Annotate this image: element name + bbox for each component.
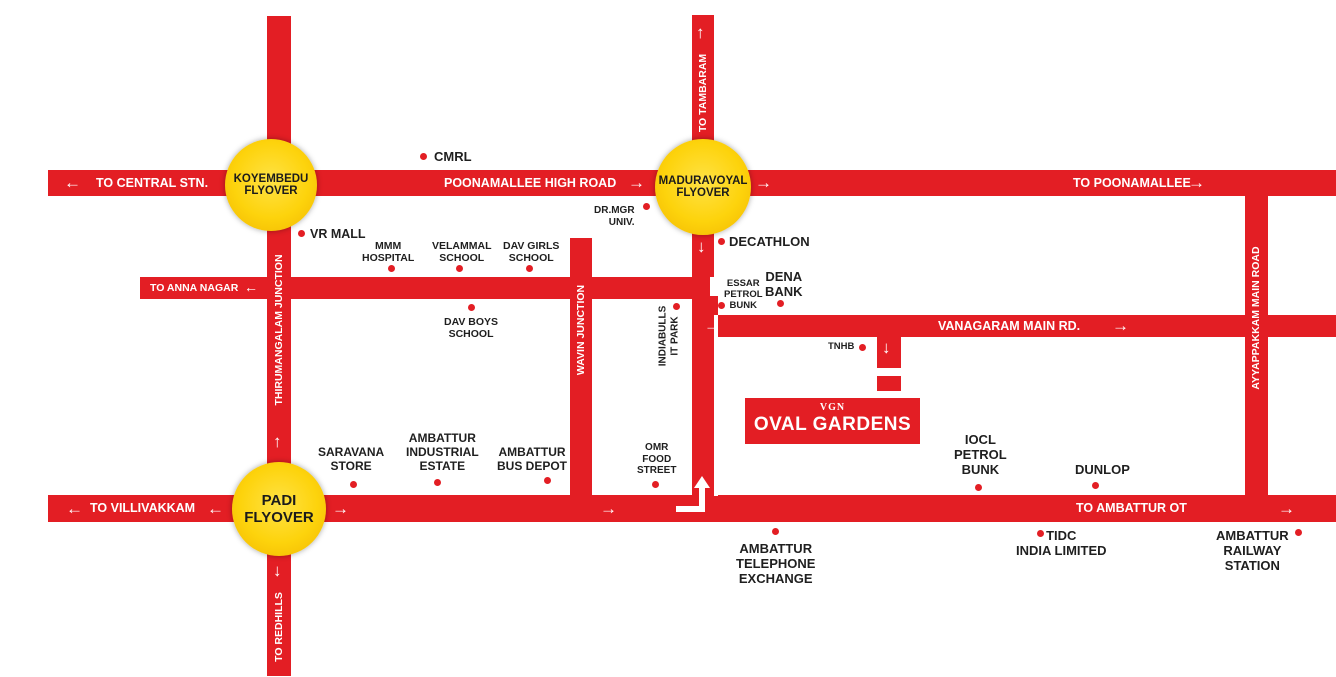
koyembedu-flyover-label: KOYEMBEDU FLYOVER [233,173,309,197]
project-brand: VGN [819,402,846,413]
arrow-left-icon: ← [207,499,224,518]
arrow-right-icon: → [704,316,721,335]
landmark-dot [718,302,725,309]
arrow-right-icon: → [600,499,617,518]
landmark-indiabulls-it-park: INDIABULLS IT PARK [657,305,681,367]
indiabulls-road [692,296,714,496]
arrow-down-icon: ↓ [273,561,282,580]
padi-flyover: PADI FLYOVER [232,462,326,556]
arrow-up-icon: ↑ [696,23,705,42]
road-label-vanagaram: VANAGARAM MAIN RD. [938,319,1081,333]
road-label-to-redhills: TO REDHILLS [272,592,285,662]
oval-gardens-access-road [877,334,901,368]
landmark-dot [526,265,533,272]
landmark-dot [772,528,779,535]
landmark-dot [1037,530,1044,537]
landmark-dunlop: DUNLOP [1075,462,1130,477]
arrow-right-icon: → [1188,173,1205,192]
landmark-saravana-store: SARAVANA STORE [318,445,385,473]
arrow-right-icon: → [755,173,772,192]
arrow-right-icon: → [628,173,645,192]
landmark-velammal-school: VELAMMAL SCHOOL [432,240,492,265]
arrow-left-icon: ← [244,279,258,295]
arrow-down-icon: ↓ [882,338,891,357]
landmark-decathlon: DECATHLON [729,234,810,249]
landmark-mmm-hospital: MMM HOSPITAL [362,240,415,265]
road-label-to-central: TO CENTRAL STN. [96,176,209,190]
landmark-dot [544,477,551,484]
road-divider [704,296,718,315]
maduravoyal-flyover-label: MADURAVOYAL FLYOVER [658,175,748,199]
landmark-dot [1092,482,1099,489]
vanagaram-main-road [700,315,1336,337]
landmark-dot [975,484,982,491]
landmark-dot [643,203,650,210]
ayyappakkam-main-road [1245,195,1268,497]
road-label-ayyappakkam: AYYAPPAKKAM MAIN ROAD [1249,246,1262,390]
road-divider [714,296,718,496]
landmark-dot [420,153,427,160]
padi-flyover-label: PADI FLYOVER [244,492,314,526]
road-label-thirumangalam: THIRUMANGALAM JUNCTION [272,254,285,406]
landmark-dot [1295,529,1302,536]
vgn-oval-gardens-marker: VGN OVAL GARDENS [745,398,920,444]
landmark-dot [350,481,357,488]
thirumangalam-road [267,16,291,676]
landmark-tnhb: TNHB [828,341,855,352]
landmark-dot [456,265,463,272]
landmark-essar-petrol-bunk: ESSAR PETROL BUNK [724,278,763,311]
landmark-omr-food-street: OMR FOOD STREET [637,442,677,476]
landmark-dot [388,265,395,272]
landmark-dena-bank: DENA BANK [765,269,803,299]
landmark-tidc-india-limited: TIDC INDIA LIMITED [1016,528,1107,558]
road-label-to-poonamallee: TO POONAMALLEE [1073,176,1191,190]
wavin-junction-road [570,238,592,497]
landmark-ambattur-bus-depot: AMBATTUR BUS DEPOT [497,445,568,473]
landmark-ambattur-railway-station: AMBATTUR RAILWAY STATION [1216,528,1289,573]
landmark-dav-girls-school: DAV GIRLS SCHOOL [503,240,560,265]
turn-arrow-icon [676,476,710,512]
landmark-iocl-petrol-bunk: IOCL PETROL BUNK [954,432,1007,477]
landmark-dot [859,344,866,351]
arrow-right-icon: → [1278,499,1295,518]
landmark-dot [777,300,784,307]
road-label-to-anna-nagar: TO ANNA NAGAR [150,282,239,294]
landmark-dav-boys-school: DAV BOYS SCHOOL [444,316,499,341]
landmark-ambattur-industrial-estate: AMBATTUR INDUSTRIAL ESTATE [406,431,479,473]
landmark-vr-mall: VR MALL [310,227,366,241]
maduravoyal-flyover: MADURAVOYAL FLYOVER [655,139,751,235]
landmark-ambattur-telephone-exchange: AMBATTUR TELEPHONE EXCHANGE [736,541,816,586]
landmark-dot [652,481,659,488]
road-label-to-villivakkam: TO VILLIVAKKAM [90,501,196,515]
arrow-right-icon: → [1112,316,1129,335]
road-label-to-ambattur-ot: TO AMBATTUR OT [1076,501,1187,515]
road-label-to-tambaram: TO TAMBARAM [696,53,709,133]
oval-gardens-access-road-end [877,376,901,391]
project-name: OVAL GARDENS [753,414,912,435]
koyembedu-flyover: KOYEMBEDU FLYOVER [225,139,317,231]
landmark-dot [718,238,725,245]
arrow-up-icon: ↑ [273,432,282,451]
arrow-left-icon: ← [64,173,81,192]
landmark-dot [673,303,680,310]
arrow-left-icon: ← [66,499,83,518]
landmark-dot [468,304,475,311]
arrow-down-icon: ↓ [697,237,706,256]
road-label-wavin: WAVIN JUNCTION [574,284,587,376]
landmark-dot [434,479,441,486]
landmark-dr-mgr-univ: DR.MGR UNIV. [594,205,635,228]
road-label-poonamallee-high-road: POONAMALLEE HIGH ROAD [444,176,617,190]
landmark-dot [298,230,305,237]
arrow-right-icon: → [332,499,349,518]
landmark-cmrl: CMRL [434,149,472,164]
